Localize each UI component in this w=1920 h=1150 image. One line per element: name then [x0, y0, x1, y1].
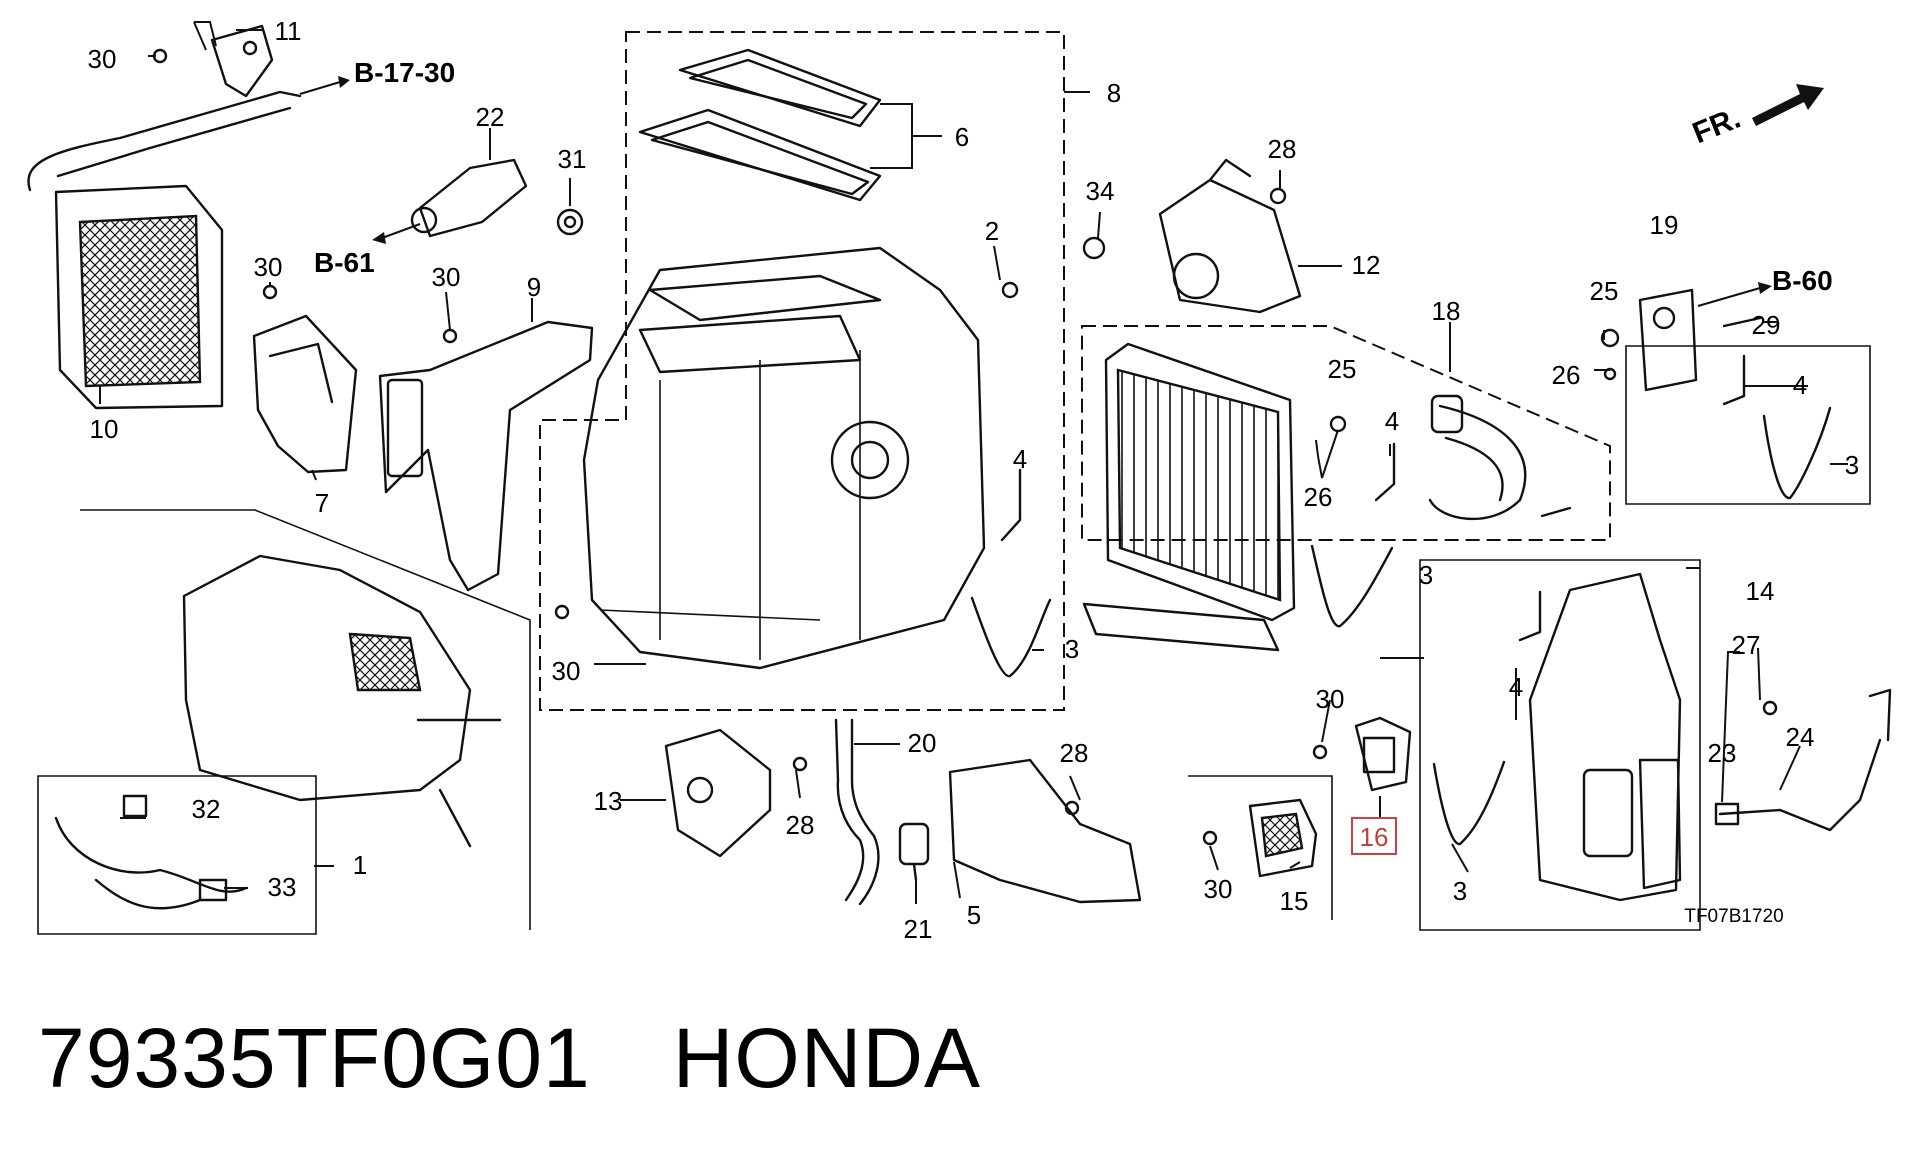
callout-27: 27	[1732, 630, 1761, 660]
callout-28-c: 28	[786, 810, 815, 840]
callout-1: 1	[353, 850, 367, 880]
callout-33: 33	[268, 872, 297, 902]
callout-3-d: 3	[1453, 876, 1467, 906]
footer-caption: 79335TF0G01 HONDA	[38, 1010, 981, 1107]
reference-arrows	[299, 76, 1772, 307]
front-indicator-label: FR.	[1688, 102, 1745, 151]
callout-3-a: 3	[1065, 634, 1079, 664]
fastener-parts	[152, 48, 1778, 846]
callout-3-c: 3	[1845, 450, 1859, 480]
brand-name: HONDA	[672, 1011, 982, 1105]
harness-part	[1714, 688, 1892, 832]
callout-34: 34	[1086, 176, 1115, 206]
water-valve-part	[410, 158, 528, 238]
callout-5: 5	[967, 900, 981, 930]
evaporator-part	[1082, 342, 1296, 652]
highlight-box	[1351, 817, 1397, 855]
callout-25-a: 25	[1328, 354, 1357, 384]
callout-8: 8	[1107, 78, 1121, 108]
callout-3-b: 3	[1419, 560, 1433, 590]
pipe-bracket-part	[210, 24, 274, 98]
callout-19: 19	[1650, 210, 1679, 240]
duct-7-part	[252, 314, 358, 474]
callout-6: 6	[955, 122, 969, 152]
callout-11: 11	[275, 16, 302, 46]
callout-25-b: 25	[1590, 276, 1619, 306]
duct-5-part	[948, 758, 1142, 904]
hvac-exploded-diagram: 8 6 11 30 B-17-30 22 31 B-61 30 30 9 10 …	[27, 16, 1892, 944]
callout-18: 18	[1432, 296, 1461, 326]
callout-26-a: 26	[1304, 482, 1333, 512]
callout-31: 31	[558, 144, 587, 174]
callout-labels: 8 6 11 30 B-17-30 22 31 B-61 30 30 9 10 …	[88, 16, 1860, 944]
duct-9-part	[378, 320, 594, 592]
callout-15: 15	[1280, 886, 1309, 916]
callout-4-a: 4	[1013, 444, 1027, 474]
callout-30-a: 30	[88, 44, 117, 74]
leader-lines	[99, 21, 1848, 904]
heater-core-part	[27, 90, 302, 410]
callout-26-b: 26	[1552, 360, 1581, 390]
callout-28-b: 28	[1060, 738, 1089, 768]
callout-9: 9	[527, 272, 541, 302]
ref-b61: B-61	[314, 247, 375, 278]
divider-lines	[80, 509, 1333, 930]
callout-4-d: 4	[1509, 672, 1523, 702]
duct-14-part	[1528, 572, 1682, 902]
figure-code: TF07B1720	[1684, 906, 1783, 927]
callout-24: 24	[1786, 722, 1815, 752]
callout-23: 23	[1708, 738, 1737, 768]
callout-4-c: 4	[1793, 370, 1807, 400]
callout-28-a: 28	[1268, 134, 1297, 164]
ref-b60: B-60	[1772, 265, 1833, 296]
hvac-unit-part	[582, 246, 986, 670]
group-frame-8	[539, 31, 1065, 711]
callout-12: 12	[1352, 250, 1381, 280]
callout-21: 21	[904, 914, 933, 944]
expansion-valve-part	[1638, 288, 1698, 392]
callout-4-b: 4	[1385, 406, 1399, 436]
blower-resistor-part	[1354, 716, 1412, 792]
group-frame-19	[1625, 345, 1871, 505]
callout-20: 20	[908, 728, 937, 758]
sensor-21-part	[898, 822, 930, 882]
group-frame-18	[1081, 325, 1611, 541]
pipe-18-part	[1428, 394, 1527, 521]
lower-assembly-part	[182, 554, 502, 848]
clip-parts	[970, 354, 1832, 846]
callout-32: 32	[192, 794, 221, 824]
actuator-12-part	[1158, 158, 1302, 314]
callout-30-d: 30	[552, 656, 581, 686]
filter-6-part	[638, 48, 882, 202]
callout-13: 13	[594, 786, 623, 816]
callout-7: 7	[315, 488, 329, 518]
callout-16: 16	[1360, 822, 1389, 852]
power-transistor-part	[1248, 798, 1318, 878]
callout-2: 2	[985, 216, 999, 246]
part-number: 79335TF0G01	[38, 1011, 591, 1105]
drain-hose-part	[834, 718, 880, 906]
callout-14: 14	[1746, 576, 1775, 606]
ref-b17-30: B-17-30	[354, 57, 455, 88]
front-arrow-icon	[1752, 84, 1824, 126]
callout-29: 29	[1752, 310, 1781, 340]
callout-22: 22	[476, 102, 505, 132]
actuator-13-part	[664, 728, 772, 858]
callout-10: 10	[90, 414, 119, 444]
group-frame-1	[37, 775, 317, 935]
callout-30-e: 30	[1316, 684, 1345, 714]
wire-harness-part	[54, 794, 248, 910]
callout-30-f: 30	[1204, 874, 1233, 904]
callout-30-b: 30	[254, 252, 283, 282]
group-frame-14	[1419, 559, 1701, 931]
callout-30-c: 30	[432, 262, 461, 292]
